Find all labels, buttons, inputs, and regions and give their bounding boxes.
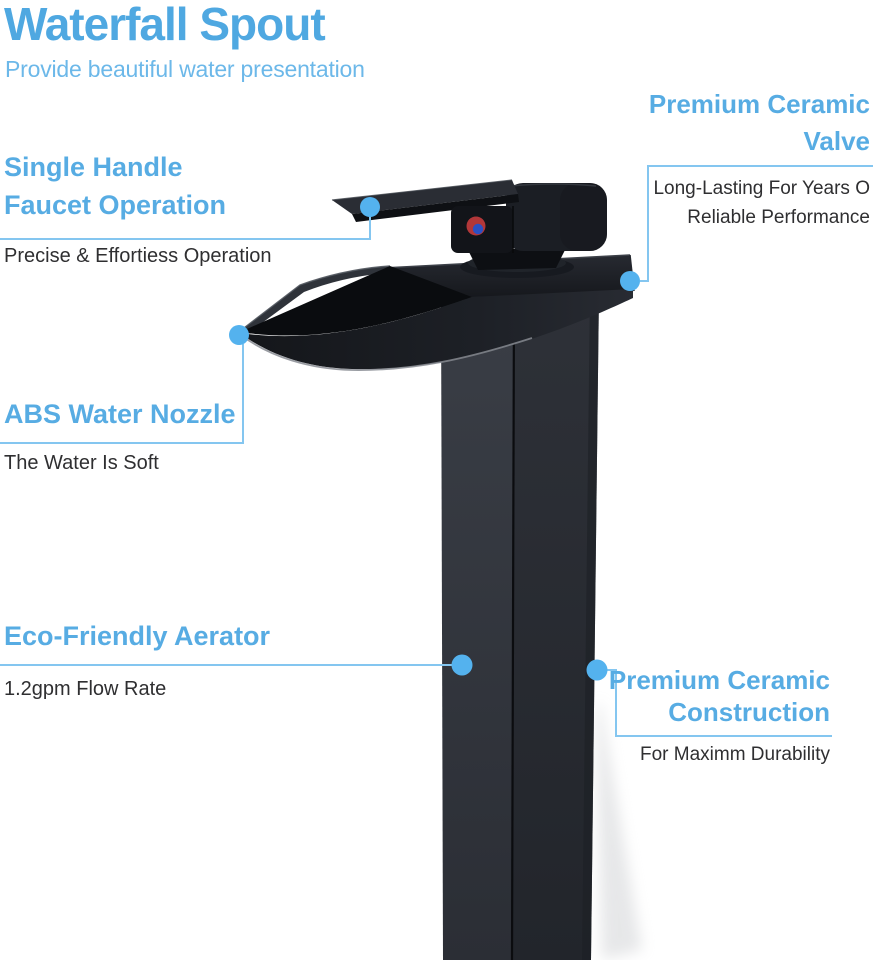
column-left-face: [441, 293, 514, 960]
column-right-edge-shade: [582, 291, 599, 960]
handle-body-right-shade: [560, 183, 607, 251]
handle-lever-highlight: [331, 179, 513, 201]
column-center-edge: [510, 292, 516, 960]
feature-description-single-handle: Precise & Effortiess Operation: [4, 245, 272, 267]
callout-line-ceramic-valve: [640, 165, 873, 282]
page-title: Waterfall Spout: [4, 0, 326, 50]
spout-front-face: [240, 289, 633, 370]
feature-heading-line: Valve: [803, 126, 870, 156]
callout-line-single-handle: [0, 212, 371, 240]
callout-dot-ceramic-construction: [586, 659, 608, 681]
feature-description-aerator: 1.2gpm Flow Rate: [4, 678, 167, 700]
spout-rim-highlight: [239, 265, 391, 332]
callout-dots: [229, 197, 640, 681]
feature-heading-line: Premium Ceramic: [608, 665, 830, 695]
feature-heading-ceramic-valve: Premium Ceramic Valve: [649, 86, 870, 160]
feature-heading-single-handle: Single Handle Faucet Operation: [4, 148, 226, 224]
callout-line-ceramic-construction: [604, 669, 832, 737]
callout-dot-aerator: [451, 654, 473, 676]
feature-description-ceramic-valve: Long-Lasting For Years O Reliable Perfor…: [653, 174, 870, 232]
hot-cold-indicator-blue: [472, 223, 484, 235]
column-right-face: [512, 291, 599, 960]
feature-description-abs-nozzle: The Water Is Soft: [4, 452, 159, 474]
handle-body-top-highlight: [509, 183, 597, 187]
feature-heading-ceramic-construction: Premium Ceramic Construction: [609, 664, 830, 728]
page-subtitle: Provide beautiful water presentation: [5, 56, 365, 82]
feature-description-line: Reliable Performance: [687, 207, 870, 228]
feature-heading-line: Premium Ceramic: [648, 89, 870, 119]
feature-heading-line: Single Handle: [4, 152, 183, 182]
feature-heading-line: Faucet Operation: [4, 190, 227, 220]
feature-heading-aerator: Eco-Friendly Aerator: [4, 621, 271, 651]
spout-interior-shadow: [240, 266, 472, 336]
feature-heading-abs-nozzle: ABS Water Nozzle: [4, 399, 236, 429]
spout-bottom-edge-highlight: [240, 334, 533, 371]
feature-description-ceramic-construction: For Maximm Durability: [639, 744, 830, 765]
callout-line-abs-nozzle: [0, 344, 244, 444]
handle-lever-front-edge: [352, 194, 519, 222]
feature-description-line: Long-Lasting For Years O: [653, 178, 870, 199]
callout-dot-abs-nozzle: [229, 325, 249, 345]
callout-dot-ceramic-valve: [620, 271, 640, 291]
callout-lines: [0, 165, 873, 737]
feature-heading-line: Construction: [668, 697, 830, 727]
pivot-neck: [468, 248, 566, 270]
faucet-illustration: [239, 179, 642, 960]
callout-dot-single-handle: [360, 197, 380, 217]
column-shadow: [596, 700, 642, 960]
